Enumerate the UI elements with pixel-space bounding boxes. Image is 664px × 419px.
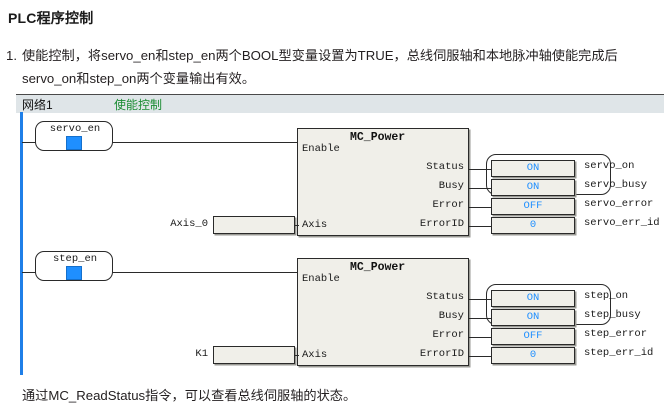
variable-name-servo-on: servo_on xyxy=(584,160,635,172)
pin-error: Error xyxy=(432,329,464,341)
axis-operand-box-1[interactable] xyxy=(213,216,295,234)
variable-name-servo-error: servo_error xyxy=(584,198,654,210)
variable-name-servo-err-id: servo_err_id xyxy=(584,217,660,229)
value-text: ON xyxy=(526,181,540,193)
axis-operand-label-1: Axis_0 xyxy=(170,218,208,230)
value-text: ON xyxy=(526,162,540,174)
network-id-label: 网络1 xyxy=(22,98,53,112)
rung-wire xyxy=(469,337,491,338)
value-text: OFF xyxy=(523,330,543,342)
page-title: PLC程序控制 xyxy=(8,10,94,26)
variable-name-step-busy: step_busy xyxy=(584,309,641,321)
pin-error: Error xyxy=(432,199,464,211)
pin-errorid: ErrorID xyxy=(419,348,464,360)
variable-name-servo-busy: servo_busy xyxy=(584,179,648,191)
contact-label: servo_en xyxy=(49,123,101,135)
axis-operand-label-2: K1 xyxy=(195,348,208,360)
ladder-diagram: 网络1 使能控制 servo_en MC_Power Enable Axis S… xyxy=(16,94,664,375)
rung-wire xyxy=(22,142,36,143)
function-block-name: MC_Power xyxy=(350,261,406,274)
pin-status: Status xyxy=(426,291,464,303)
pin-status: Status xyxy=(426,161,464,173)
rung-wire xyxy=(469,356,491,357)
network-comment-label: 使能控制 xyxy=(114,98,163,112)
rung-wire xyxy=(469,299,491,300)
pin-axis: Axis xyxy=(302,219,328,231)
closing-note: 通过MC_ReadStatus指令，可以查看总线伺服轴的状态。 xyxy=(22,388,357,403)
value-box-servo-on[interactable]: ON xyxy=(491,160,575,177)
value-box-step-busy[interactable]: ON xyxy=(491,309,575,326)
pin-errorid: ErrorID xyxy=(419,218,464,230)
rung-wire xyxy=(469,226,491,227)
value-text: ON xyxy=(526,311,540,323)
variable-name-step-error: step_error xyxy=(584,328,648,340)
rung-wire xyxy=(469,318,491,319)
instruction-list-item: 1. 使能控制，将servo_en和step_en两个BOOL型变量设置为TRU… xyxy=(6,44,658,90)
variable-name-step-on: step_on xyxy=(584,290,629,302)
variable-name-step-err-id: step_err_id xyxy=(584,347,654,359)
rung-wire xyxy=(469,169,491,170)
value-text: 0 xyxy=(529,349,537,361)
contact-servo-en[interactable]: servo_en xyxy=(35,121,113,151)
value-box-step-error[interactable]: OFF xyxy=(491,328,575,345)
pin-busy: Busy xyxy=(438,310,464,322)
network-header: 网络1 使能控制 xyxy=(16,94,664,113)
list-item-number: 1. xyxy=(6,48,17,63)
contact-step-en[interactable]: step_en xyxy=(35,251,113,281)
contact-label: step_en xyxy=(52,253,98,265)
contact-state-indicator xyxy=(66,136,82,150)
rung-wire xyxy=(295,355,299,356)
left-power-rail xyxy=(20,112,23,375)
value-box-servo-error[interactable]: OFF xyxy=(491,198,575,215)
rung-wire xyxy=(469,207,491,208)
function-block-name: MC_Power xyxy=(350,131,406,144)
rung-wire xyxy=(112,272,298,273)
value-box-step-err-id[interactable]: 0 xyxy=(491,347,575,364)
value-box-servo-busy[interactable]: ON xyxy=(491,179,575,196)
contact-state-indicator xyxy=(66,266,82,280)
pin-enable: Enable xyxy=(302,143,340,155)
value-text: 0 xyxy=(529,219,537,231)
rung-wire xyxy=(469,188,491,189)
list-item-text: 使能控制，将servo_en和step_en两个BOOL型变量设置为TRUE，总… xyxy=(22,48,618,86)
function-block-mc-power-1[interactable]: MC_Power Enable Axis Status Busy Error E… xyxy=(297,128,469,236)
pin-busy: Busy xyxy=(438,180,464,192)
value-box-step-on[interactable]: ON xyxy=(491,290,575,307)
rung-wire xyxy=(112,142,298,143)
value-text: ON xyxy=(526,292,540,304)
value-text: OFF xyxy=(523,200,543,212)
axis-operand-box-2[interactable] xyxy=(213,346,295,364)
pin-axis: Axis xyxy=(302,349,328,361)
rung-wire xyxy=(295,225,299,226)
value-box-servo-err-id[interactable]: 0 xyxy=(491,217,575,234)
rung-wire xyxy=(22,272,36,273)
function-block-mc-power-2[interactable]: MC_Power Enable Axis Status Busy Error E… xyxy=(297,258,469,366)
pin-enable: Enable xyxy=(302,273,340,285)
